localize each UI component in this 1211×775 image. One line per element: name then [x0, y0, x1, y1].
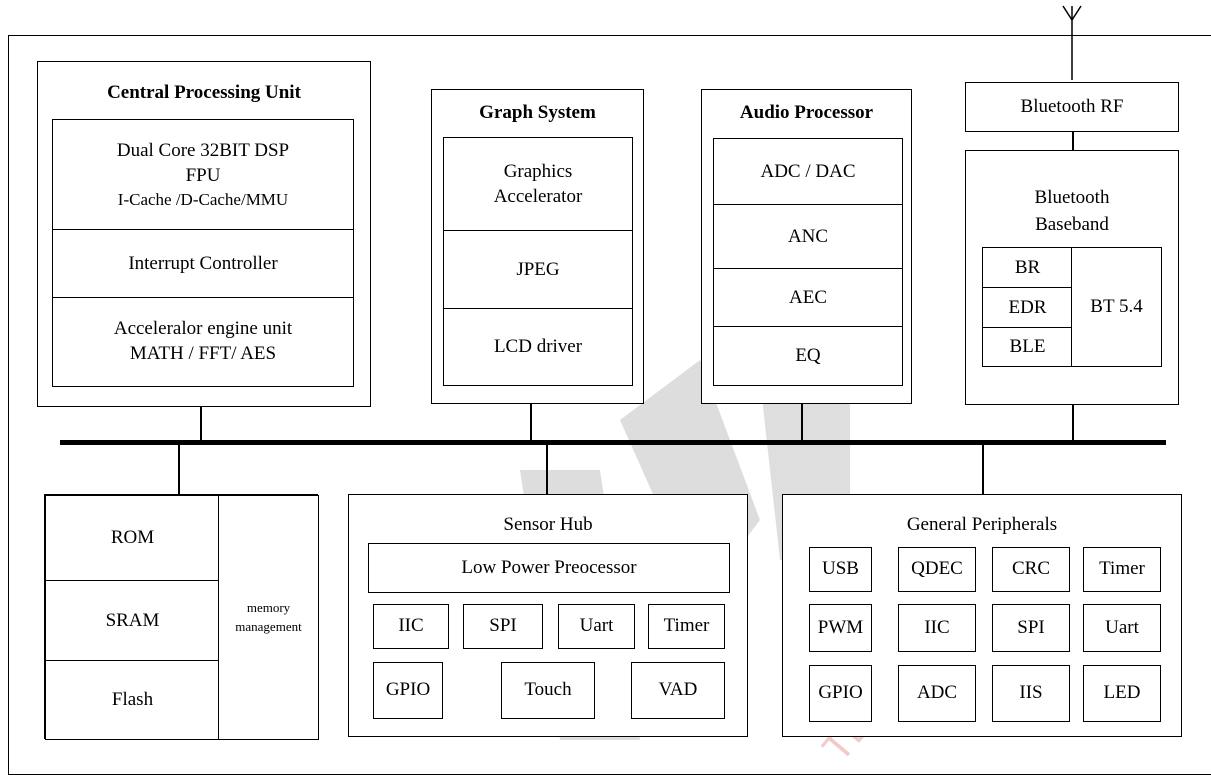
memory-block: ROM SRAM Flash memory management — [44, 494, 319, 740]
bt-mode-edr: EDR — [982, 287, 1073, 329]
bt-bus-link — [1072, 404, 1074, 442]
bluetooth-baseband-title: Bluetooth Baseband — [1034, 187, 1110, 235]
sensor-touch-cell: Touch — [501, 662, 595, 719]
cpu-bus-link — [200, 406, 202, 442]
cpu-title: Central Processing Unit — [107, 82, 301, 103]
bt-mode-br: BR — [982, 247, 1073, 289]
bluetooth-baseband-block: Bluetooth Baseband BR EDR BLE BT 5.4 — [965, 150, 1179, 405]
graph-lcd-cell: LCD driver — [443, 308, 633, 386]
bt-rf-link — [1072, 131, 1074, 151]
periph-led-cell: LED — [1083, 665, 1161, 722]
sensor-lpp-cell: Low Power Preocessor — [368, 543, 730, 593]
periph-iic-cell: IIC — [898, 604, 976, 652]
sensor-hub-block: Sensor Hub Low Power Preocessor IIC SPI … — [348, 494, 748, 737]
graph-block: Graph System Graphics Accelerator JPEG L… — [431, 89, 644, 404]
sensor-timer-cell: Timer — [648, 604, 725, 649]
cpu-dsp-cell: Dual Core 32BIT DSP FPU I-Cache /D-Cache… — [52, 119, 354, 231]
cpu-block: Central Processing Unit Dual Core 32BIT … — [37, 61, 371, 407]
sensor-spi-cell: SPI — [463, 604, 543, 649]
periph-pwm-cell: PWM — [809, 604, 872, 652]
memory-rom-cell: ROM — [45, 495, 220, 582]
bt-version-cell: BT 5.4 — [1071, 247, 1162, 367]
audio-title: Audio Processor — [739, 102, 874, 123]
cpu-cache-label: I-Cache /D-Cache/MMU — [117, 189, 289, 209]
periph-timer-cell: Timer — [1083, 547, 1161, 592]
graph-title: Graph System — [479, 102, 596, 123]
sensor-iic-cell: IIC — [373, 604, 449, 649]
periph-spi-cell: SPI — [992, 604, 1070, 652]
memory-bus-link — [178, 443, 180, 495]
periph-qdec-cell: QDEC — [898, 547, 976, 592]
peripherals-bus-link — [982, 443, 984, 494]
antenna-icon — [1062, 5, 1082, 80]
bt-mode-ble: BLE — [982, 327, 1073, 367]
peripherals-block: General Peripherals USB QDEC CRC Timer P… — [782, 494, 1182, 737]
system-bus — [60, 440, 1166, 445]
bluetooth-rf-block: Bluetooth RF — [965, 82, 1179, 132]
cpu-accel-cell: Acceleralor engine unit MATH / FFT/ AES — [52, 297, 354, 387]
sensor-hub-title: Sensor Hub — [503, 514, 593, 535]
peripherals-title: General Peripherals — [906, 514, 1058, 535]
cpu-interrupt-cell: Interrupt Controller — [52, 229, 354, 299]
memory-flash-cell: Flash — [45, 660, 220, 740]
audio-block: Audio Processor ADC / DAC ANC AEC EQ — [701, 89, 912, 404]
periph-crc-cell: CRC — [992, 547, 1070, 592]
periph-gpio-cell: GPIO — [809, 665, 872, 722]
graph-accel-cell: Graphics Accelerator — [443, 137, 633, 232]
sensor-bus-link — [546, 443, 548, 494]
cpu-dsp-label: Dual Core 32BIT DSP FPU — [116, 140, 290, 186]
audio-bus-link — [801, 403, 803, 442]
graph-bus-link — [530, 403, 532, 442]
periph-usb-cell: USB — [809, 547, 872, 592]
sensor-uart-cell: Uart — [558, 604, 635, 649]
memory-management-cell: memory management — [218, 495, 319, 740]
periph-iis-cell: IIS — [992, 665, 1070, 722]
sensor-gpio-cell: GPIO — [373, 662, 443, 719]
memory-sram-cell: SRAM — [45, 580, 220, 662]
audio-aec-cell: AEC — [713, 268, 903, 328]
periph-adc-cell: ADC — [898, 665, 976, 722]
audio-eq-cell: EQ — [713, 326, 903, 386]
audio-anc-cell: ANC — [713, 204, 903, 270]
periph-uart-cell: Uart — [1083, 604, 1161, 652]
graph-jpeg-cell: JPEG — [443, 230, 633, 310]
audio-adc-cell: ADC / DAC — [713, 138, 903, 206]
sensor-vad-cell: VAD — [631, 662, 725, 719]
